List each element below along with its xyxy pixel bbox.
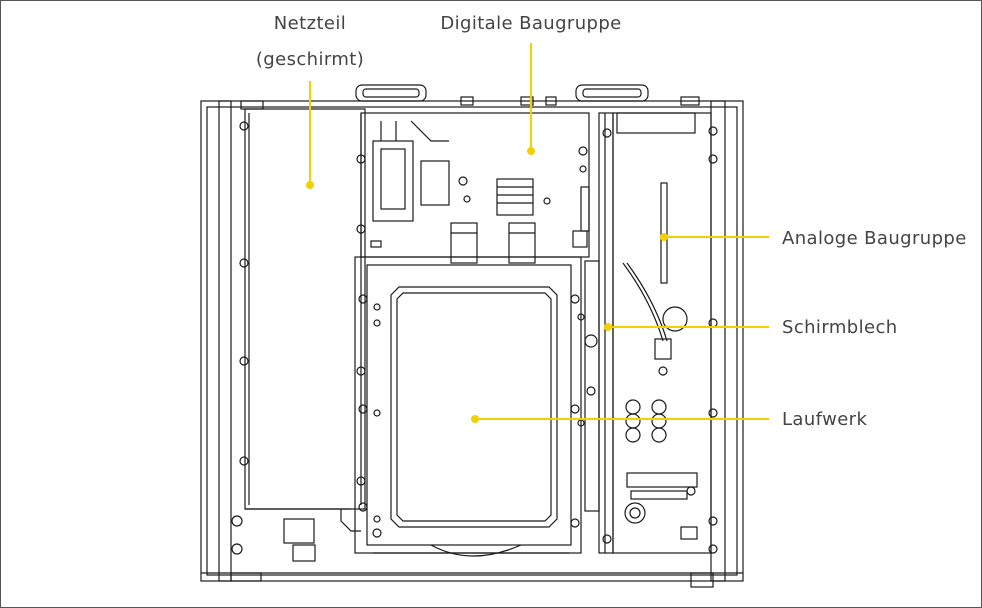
drive-unit (354, 256, 585, 557)
analog-board (612, 112, 718, 554)
callout-lines (306, 43, 769, 423)
digital-board (360, 112, 590, 264)
callout-dot-digital (527, 147, 535, 155)
label-analoge-baugruppe: Analoge Baugruppe (782, 228, 967, 249)
label-laufwerk: Laufwerk (782, 409, 868, 430)
label-schirmblech: Schirmblech (782, 317, 898, 338)
label-netzteil: Netzteil (273, 13, 347, 34)
label-netzteil-geschirmt: (geschirmt) (255, 49, 365, 70)
label-digitale-baugruppe: Digitale Baugruppe (440, 13, 622, 34)
callout-dot-netzteil (306, 181, 314, 189)
callout-dot-laufwerk (471, 415, 479, 423)
callout-dot-schirmblech (604, 323, 612, 331)
power-supply-block (231, 108, 366, 562)
callout-dot-analog (660, 233, 668, 241)
